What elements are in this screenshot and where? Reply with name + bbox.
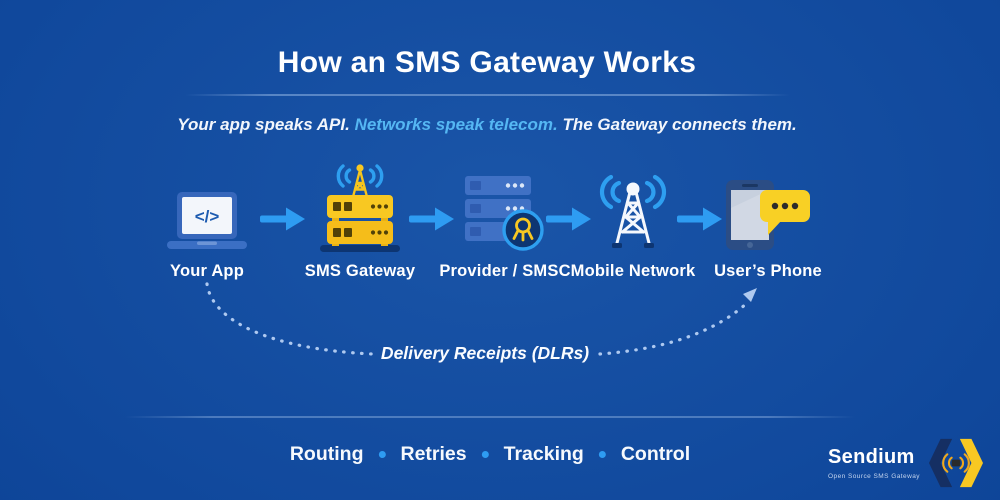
subtitle-part1: Your app speaks API. xyxy=(177,115,355,134)
server-badge-icon xyxy=(465,176,544,251)
bullet-dot-icon xyxy=(598,451,606,458)
header: How an SMS Gateway Works Your app speaks… xyxy=(0,0,974,135)
phone-message-icon xyxy=(726,180,810,250)
radio-tower-icon xyxy=(599,174,667,248)
code-glyph: </> xyxy=(195,207,220,226)
step-label: Your App xyxy=(169,262,244,280)
bullet-dot-icon xyxy=(378,451,386,458)
right-arrow-icon xyxy=(546,207,591,231)
feature-tracking: Tracking xyxy=(503,443,584,465)
flow-arrow-2 xyxy=(409,206,455,232)
brand-tagline: Open Source SMS Gateway xyxy=(828,473,920,480)
brand-name: Sendium xyxy=(828,446,915,468)
server-antenna-icon xyxy=(320,164,400,252)
right-arrow-icon xyxy=(677,207,722,231)
header-divider xyxy=(184,94,790,96)
right-arrow-icon xyxy=(409,207,454,231)
step-label: Provider / SMSC xyxy=(439,262,571,280)
bullet-dot-icon xyxy=(481,451,489,458)
subtitle: Your app speaks API. Networks speak tele… xyxy=(0,115,974,135)
feature-list: Routing Retries Tracking Control xyxy=(290,443,690,466)
step-label: User’s Phone xyxy=(714,262,822,280)
step-mobile-network: Mobile Network xyxy=(553,166,713,281)
page-title: How an SMS Gateway Works xyxy=(277,46,697,79)
step-label: Mobile Network xyxy=(570,262,696,280)
step-provider-smsc: Provider / SMSC xyxy=(425,166,585,281)
right-arrow-icon xyxy=(260,207,305,231)
dlr-arrowhead xyxy=(743,288,757,302)
subtitle-highlight: Networks speak telecom. xyxy=(354,115,558,134)
step-users-phone: User’s Phone xyxy=(688,166,848,281)
flow-arrow-1 xyxy=(260,206,306,232)
dlr-label: Delivery Receipts (DLRs) xyxy=(380,343,590,363)
sendium-logo-icon xyxy=(929,438,983,488)
feature-control: Control xyxy=(620,443,691,465)
step-label: SMS Gateway xyxy=(304,262,416,280)
laptop-code-icon: </> xyxy=(167,192,247,249)
step-sms-gateway: SMS Gateway xyxy=(280,164,440,281)
footer-divider xyxy=(125,416,855,418)
subtitle-part2: The Gateway connects them. xyxy=(557,115,797,134)
step-your-app: </> Your App xyxy=(127,166,287,281)
flow-arrow-3 xyxy=(546,206,592,232)
feature-retries: Retries xyxy=(400,443,467,465)
feature-routing: Routing xyxy=(289,443,364,465)
flow-arrow-4 xyxy=(677,206,723,232)
brand: Sendium Open Source SMS Gateway xyxy=(828,436,984,490)
